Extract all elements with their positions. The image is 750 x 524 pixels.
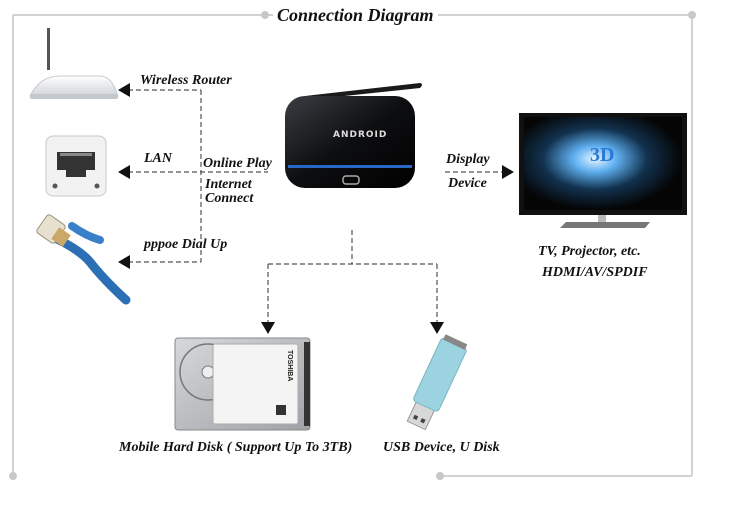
page-title: Connection Diagram: [273, 5, 438, 26]
arrow-display: [502, 165, 514, 179]
frame-dot-top-left: [261, 11, 269, 19]
label-lan: LAN: [144, 151, 172, 166]
label-wireless-router: Wireless Router: [140, 73, 232, 88]
label-pppoe: pppoe Dial Up: [144, 237, 228, 252]
frame-dot-top-right: [688, 11, 696, 19]
label-hdmi-av-spdif: HDMI/AV/SPDIF: [542, 265, 648, 280]
hdd-brand: TOSHIBA: [286, 350, 293, 381]
frame-dot-bottom-left: [9, 472, 17, 480]
connectors: [128, 89, 502, 322]
ethernet-port-icon: [45, 135, 107, 197]
arrow-router: [118, 83, 130, 97]
wifi-router-icon: [29, 28, 119, 99]
arrow-hdd: [261, 322, 275, 334]
frame-dot-bottom-right: [436, 472, 444, 480]
android-logo: ANDROID: [333, 130, 388, 140]
android-tv-box-icon: [285, 83, 422, 188]
label-device: Device: [448, 176, 487, 191]
arrow-pppoe: [118, 255, 130, 269]
tv-icon: [519, 113, 687, 228]
label-connect: Connect: [205, 191, 254, 206]
label-internet: Internet: [205, 177, 252, 192]
arrow-lan: [118, 165, 130, 179]
hard-disk-icon: [174, 337, 311, 431]
label-display: Display: [446, 152, 490, 167]
arrow-usb: [430, 322, 444, 334]
label-mobile-hard-disk: Mobile Hard Disk ( Support Up To 3TB): [119, 440, 353, 455]
label-tv-projector: TV, Projector, etc.: [538, 244, 641, 259]
tv-screen-3d: 3D: [590, 144, 615, 166]
label-usb-device: USB Device, U Disk: [383, 440, 500, 455]
label-online-play: Online Play: [203, 156, 272, 171]
usb-drive-icon: [406, 334, 468, 431]
ethernet-cable-icon: [36, 214, 131, 305]
